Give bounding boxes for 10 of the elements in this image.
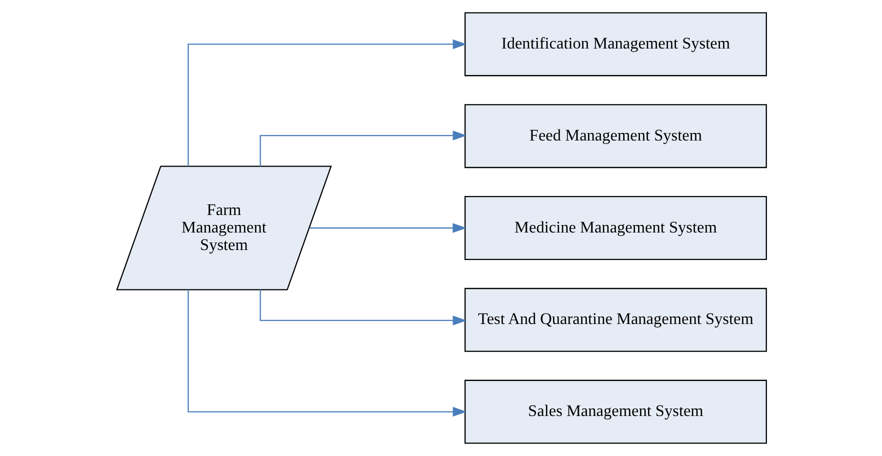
node-box: Medicine Management System (464, 196, 766, 260)
arrow (187, 290, 466, 417)
node-box: Sales Management System (464, 380, 766, 444)
node-box: Feed Management System (464, 104, 766, 168)
arrow (308, 223, 466, 233)
arrow (259, 290, 466, 326)
arrow (187, 39, 466, 166)
node-box: Identification Management System (464, 12, 766, 76)
node-box: Test And Quarantine Management System (464, 288, 766, 352)
arrow (259, 130, 466, 166)
